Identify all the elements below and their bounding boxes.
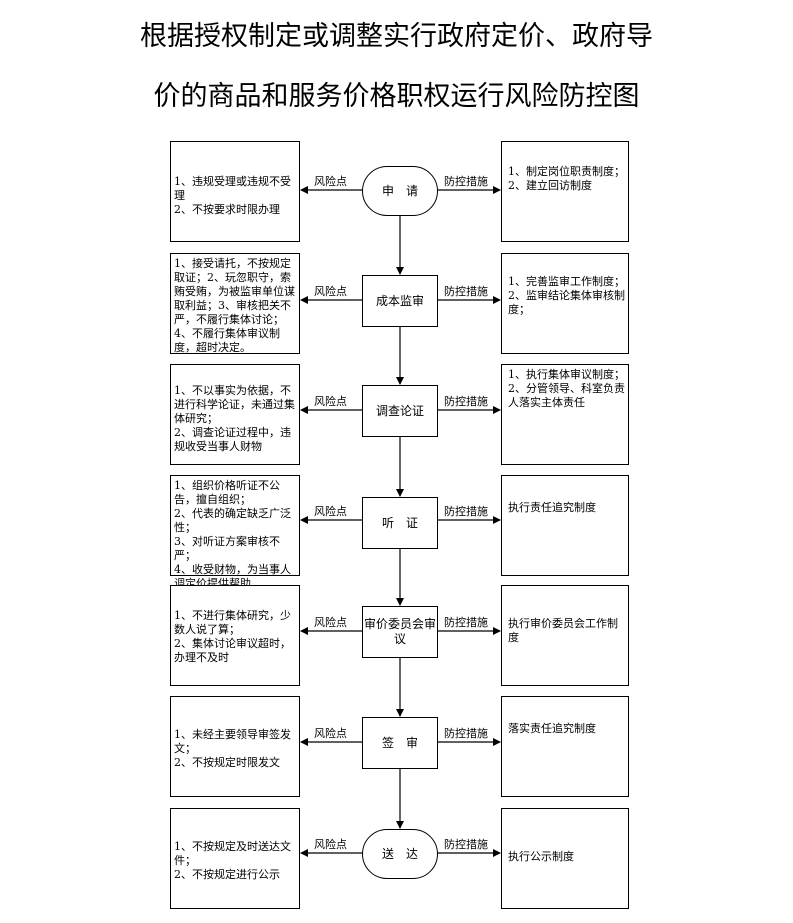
risk-text: 1、接受请托，不按规定取证；2、玩忽职守，索贿受贿，为被监审单位谋取利益；3、审…	[174, 257, 295, 354]
risk-point-label: 风险点	[314, 505, 347, 518]
risk-text: 1、不以事实为依据，不进行科学论证，未通过集体研究；	[174, 384, 295, 425]
prevention-measure-label: 防控措施	[444, 395, 488, 408]
step-node-4: 听 证	[362, 497, 438, 549]
measure-box-5: 执行审价委员会工作制度	[501, 585, 629, 686]
measure-box-3: 1、执行集体审议制度；2、分管领导、科室负责人落实主体责任	[501, 364, 629, 465]
step-node-6: 签 审	[362, 717, 438, 769]
risk-point-label: 风险点	[314, 285, 347, 298]
risk-text: 1、违规受理或违规不受理	[174, 175, 291, 202]
risk-text: 1、组织价格听证不公告，擅自组织；	[174, 479, 280, 506]
risk-box-7: 1、不按规定及时送达文件；2、不按规定进行公示	[170, 808, 300, 909]
measure-text: 2、分管领导、科室负责人落实主体责任	[508, 382, 625, 409]
step-node-3: 调查论证	[362, 385, 438, 437]
measure-text: 执行公示制度	[508, 850, 574, 863]
measure-box-1: 1、制定岗位职责制度；2、建立回访制度	[501, 141, 629, 242]
measure-text: 1、制定岗位职责制度；	[508, 165, 625, 178]
risk-text: 1、未经主要领导审签发文；	[174, 728, 291, 755]
page-title-line-2: 价的商品和服务价格职权运行风险防控图	[153, 81, 640, 112]
risk-text: 2、集体讨论审议超时，办理不及时	[174, 637, 291, 664]
risk-box-3: 1、不以事实为依据，不进行科学论证，未通过集体研究；2、调查论证过程中，违规收受…	[170, 364, 300, 465]
prevention-measure-label: 防控措施	[444, 727, 488, 740]
risk-text: 2、不按规定进行公示	[174, 868, 280, 881]
risk-point-label: 风险点	[314, 838, 347, 851]
step-node-5: 审价委员会审议	[362, 606, 438, 658]
risk-text: 1、不进行集体研究，少数人说了算；	[174, 609, 291, 636]
risk-text: 2、不按要求时限办理	[174, 203, 280, 216]
measure-text: 2、监审结论集体审核制度；	[508, 289, 625, 316]
measure-box-6: 落实责任追究制度	[501, 696, 629, 797]
measure-text: 落实责任追究制度	[508, 722, 596, 735]
measure-text: 1、完善监审工作制度；	[508, 275, 625, 288]
risk-text: 2、不按规定时限发文	[174, 756, 280, 769]
risk-box-4: 1、组织价格听证不公告，擅自组织；2、代表的确定缺乏广泛性；3、对听证方案审核不…	[170, 475, 300, 590]
risk-text: 2、调查论证过程中，违规收受当事人财物	[174, 426, 291, 453]
prevention-measure-label: 防控措施	[444, 616, 488, 629]
measure-text: 2、建立回访制度	[508, 179, 592, 192]
measure-text: 执行审价委员会工作制度	[508, 617, 618, 644]
prevention-measure-label: 防控措施	[444, 505, 488, 518]
risk-box-5: 1、不进行集体研究，少数人说了算；2、集体讨论审议超时，办理不及时	[170, 585, 300, 686]
measure-text: 执行责任追究制度	[508, 501, 596, 514]
risk-point-label: 风险点	[314, 175, 347, 188]
measure-text: 1、执行集体审议制度；	[508, 368, 625, 381]
measure-box-7: 执行公示制度	[501, 808, 629, 909]
risk-box-6: 1、未经主要领导审签发文；2、不按规定时限发文	[170, 696, 300, 797]
risk-text: 2、代表的确定缺乏广泛性；	[174, 507, 291, 534]
page-title-line-1: 根据授权制定或调整实行政府定价、政府导	[140, 21, 653, 52]
measure-box-4: 执行责任追究制度	[501, 475, 629, 576]
step-node-1: 申 请	[362, 166, 438, 216]
risk-text: 3、对听证方案审核不严；	[174, 535, 280, 562]
risk-point-label: 风险点	[314, 727, 347, 740]
step-node-7: 送 达	[362, 829, 438, 879]
prevention-measure-label: 防控措施	[444, 175, 488, 188]
prevention-measure-label: 防控措施	[444, 285, 488, 298]
risk-box-2: 1、接受请托，不按规定取证；2、玩忽职守，索贿受贿，为被监审单位谋取利益；3、审…	[170, 253, 300, 354]
prevention-measure-label: 防控措施	[444, 838, 488, 851]
step-node-2: 成本监审	[362, 275, 438, 327]
risk-point-label: 风险点	[314, 616, 347, 629]
risk-point-label: 风险点	[314, 395, 347, 408]
risk-text: 1、不按规定及时送达文件；	[174, 840, 291, 867]
measure-box-2: 1、完善监审工作制度；2、监审结论集体审核制度；	[501, 253, 629, 354]
